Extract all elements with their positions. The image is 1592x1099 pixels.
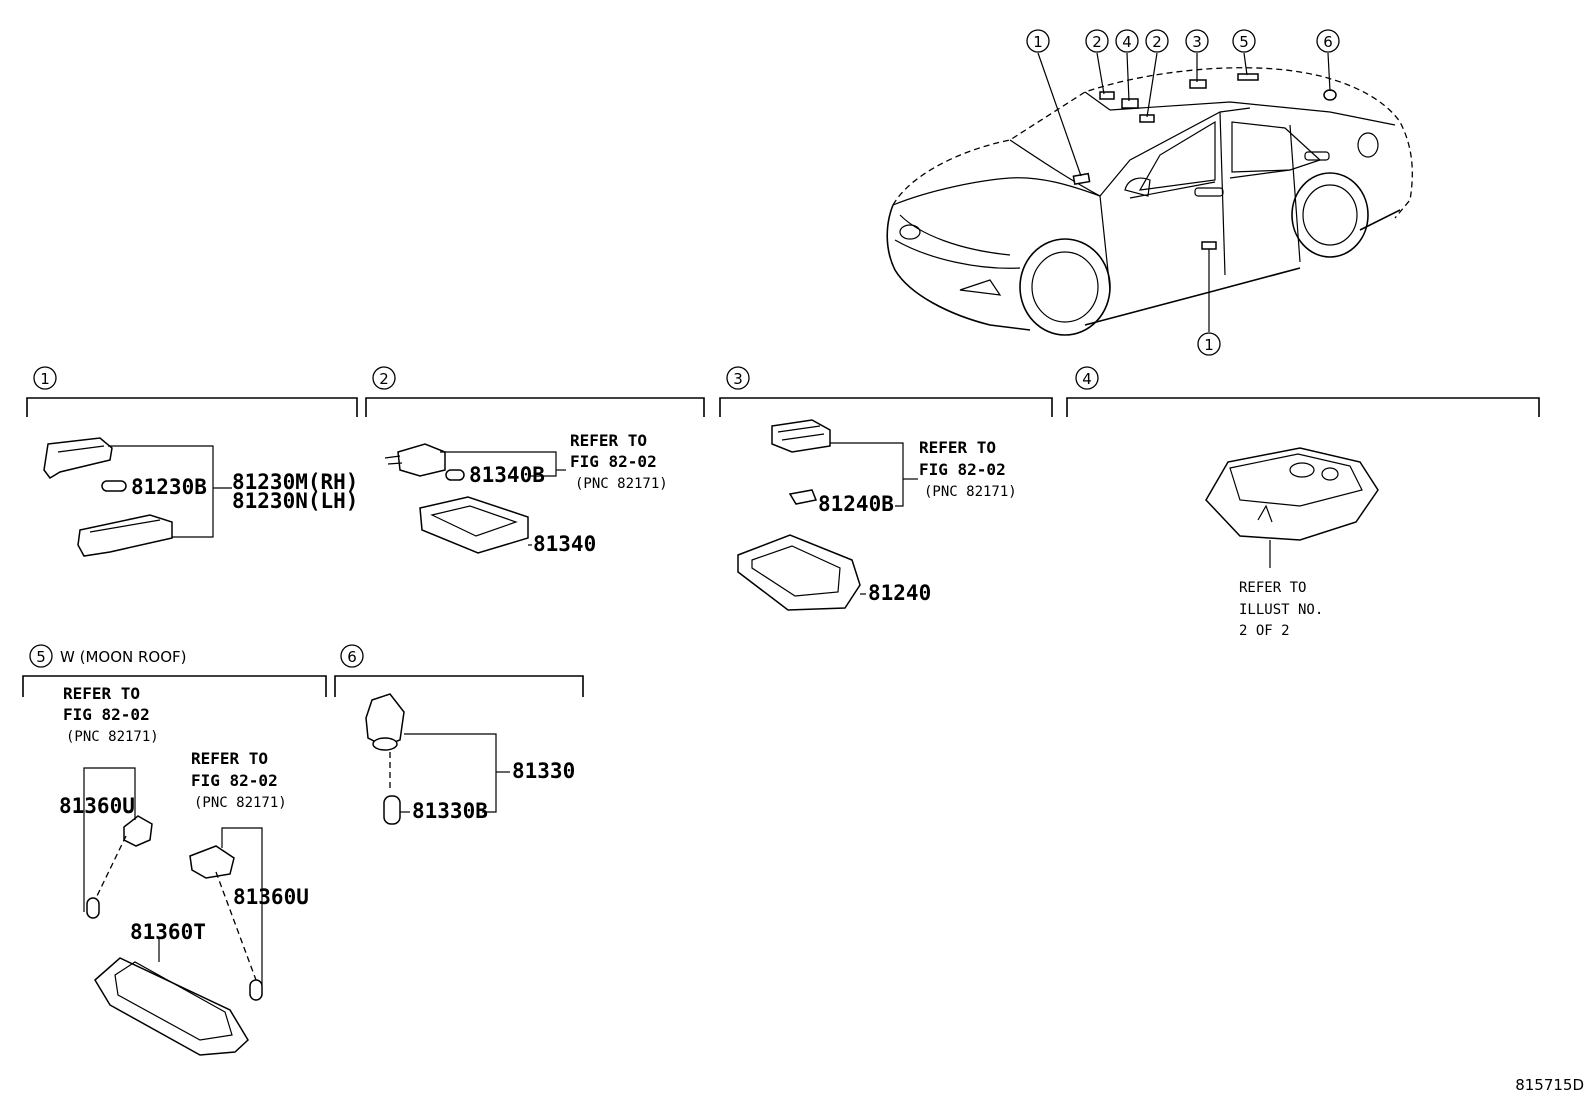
section-2-number: 2 [379,370,389,388]
section-4: 4 REFER TO ILLUST NO. 2 OF 2 [1066,366,1540,639]
section-2-bracket [365,397,705,417]
section-5-label: W (MOON ROOF) [60,648,187,666]
bulb-icon [86,897,100,919]
bulb-icon [101,480,127,492]
part-number-81230M-RH: 81230M(RH) [232,470,358,494]
section-4-number: 4 [1082,370,1092,388]
refer-line: REFER TO [63,684,140,703]
refer-line: REFER TO [570,431,647,450]
refer-line: (PNC 82171) [575,476,668,492]
section-6: 6 81330 81330B [334,644,584,825]
part-number-81230N-LH: 81230N(LH) [232,489,358,513]
part-number-81340: 81340 [533,532,596,556]
part-number-81330B: 81330B [412,799,488,823]
part-number-81240B: 81240B [818,492,894,516]
bulb-icon [445,469,465,481]
refer-line: FIG 82-02 [63,705,150,724]
lamp-housing-icon [77,514,173,557]
lamp-lens-icon [43,437,113,479]
section-5-number: 5 [36,648,46,666]
section-2: 2 81340B 81340 REFER TO FIG 82-02 (PNC 8… [365,366,705,556]
part-number-81360U-left: 81360U [59,794,135,818]
car-callout-label: 6 [1323,33,1333,51]
refer-line: (PNC 82171) [194,795,287,811]
part-number-81240: 81240 [868,581,931,605]
bulb-icon [383,795,401,825]
section-1-bracket [26,397,358,417]
section-3: 3 81240B 81240 REFER TO FIG 82-02 (PNC 8… [719,366,1053,611]
section-6-number: 6 [347,648,357,666]
map-lamp-socket-icon [189,845,235,879]
car-callout-label: 4 [1122,33,1132,51]
refer-line: REFER TO [919,438,996,457]
section-5-bracket [22,675,327,697]
bulb-icon [788,489,818,505]
part-number-81360U-right: 81360U [233,885,309,909]
lamp-lens-icon [94,957,249,1056]
refer-line: FIG 82-02 [570,452,657,471]
lamp-housing-icon [419,496,529,554]
car-callout-label: 2 [1092,33,1102,51]
section-1-number: 1 [40,370,50,388]
figure-code: 815715D [1515,1076,1584,1094]
refer-line: REFER TO [1239,580,1306,596]
section-1: 1 81230B 81230M(RH) 81230N(LH) [26,366,358,557]
section-3-bracket [719,397,1053,417]
refer-line: 2 OF 2 [1239,623,1290,639]
car-callout-label: 3 [1192,33,1202,51]
refer-line: ILLUST NO. [1239,602,1323,618]
socket-icon [397,443,446,477]
map-lamp-socket-icon [123,815,153,847]
refer-line: REFER TO [191,749,268,768]
refer-line: FIG 82-02 [919,460,1006,479]
refer-line: (PNC 82171) [924,484,1017,500]
part-number-81340B: 81340B [469,463,545,487]
car-callout-1a [1026,29,1050,53]
section-5: 5 W (MOON ROOF) 81360U 81360U 81360T REF… [22,644,327,1056]
car-illustration: 1 2 4 2 3 5 6 1 [886,29,1413,356]
part-number-81230B: 81230B [131,475,207,499]
section-4-bracket [1066,397,1540,417]
overhead-console-icon [1205,447,1379,541]
car-callout-label: 1 [1033,33,1043,51]
refer-line: FIG 82-02 [191,771,278,790]
lamp-housing-icon [737,534,861,611]
part-number-81360T: 81360T [130,920,206,944]
section-3-number: 3 [733,370,743,388]
car-callout-label: 1 [1204,336,1214,354]
refer-line: (PNC 82171) [66,729,159,745]
car-callout-label: 2 [1152,33,1162,51]
bulb-icon [249,979,263,1001]
car-callout-label: 5 [1239,33,1249,51]
switch-icon [771,419,831,453]
section-6-bracket [334,675,584,697]
part-number-81330: 81330 [512,759,575,783]
